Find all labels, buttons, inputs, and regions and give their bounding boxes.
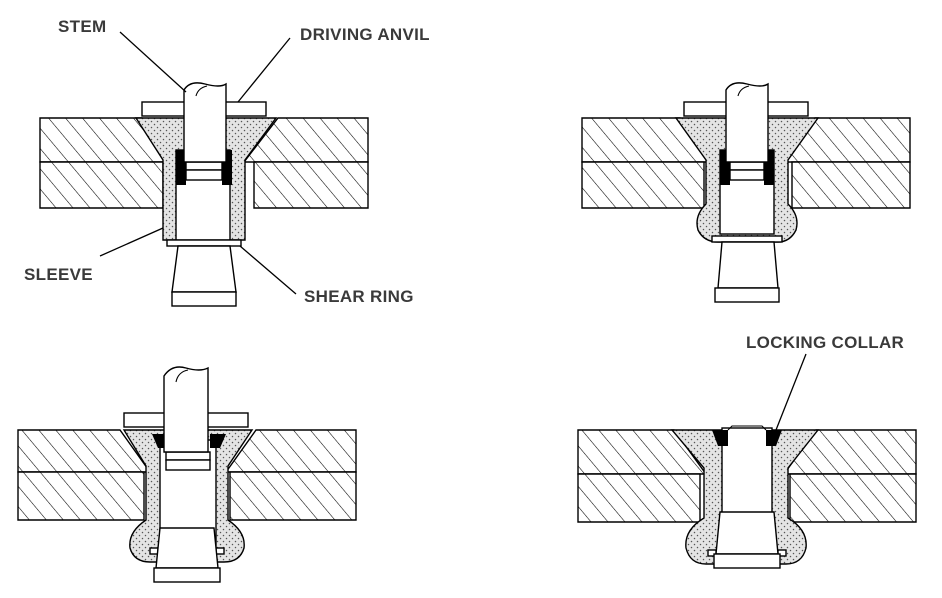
stem: [163, 366, 209, 453]
stage-3-shear-ring-sheared: [17, 366, 357, 583]
shear-ring: [166, 239, 242, 247]
label-sleeve: SLEEVE: [24, 265, 93, 284]
label-shear-ring: SHEAR RING: [304, 287, 414, 306]
stage-4-installed-locked: [577, 353, 917, 569]
stem-lock-groove: [729, 161, 765, 171]
stem: [725, 82, 769, 163]
label-locking-collar: LOCKING COLLAR: [746, 333, 904, 352]
stem-lock-groove: [185, 161, 223, 171]
stem-tail: [171, 245, 237, 293]
stem-tail: [715, 511, 779, 555]
lower-plate: [581, 161, 911, 209]
locking-collar: [712, 430, 782, 446]
stem-break-groove: [165, 459, 211, 471]
label-driving-anvil: DRIVING ANVIL: [300, 25, 430, 44]
stage-2-sleeve-bulbing: [581, 82, 911, 303]
stem-tail: [155, 527, 219, 569]
lower-plate: [17, 471, 357, 521]
stage-1-before-installation: [39, 31, 369, 307]
shear-ring: [711, 235, 783, 243]
lower-plate: [577, 473, 917, 523]
stem-tail: [717, 241, 779, 289]
stem-lock-groove: [165, 451, 211, 461]
stem-break-groove: [185, 169, 223, 181]
stem: [183, 82, 227, 163]
label-stem: STEM: [58, 17, 106, 36]
stem-break-groove: [729, 169, 765, 181]
